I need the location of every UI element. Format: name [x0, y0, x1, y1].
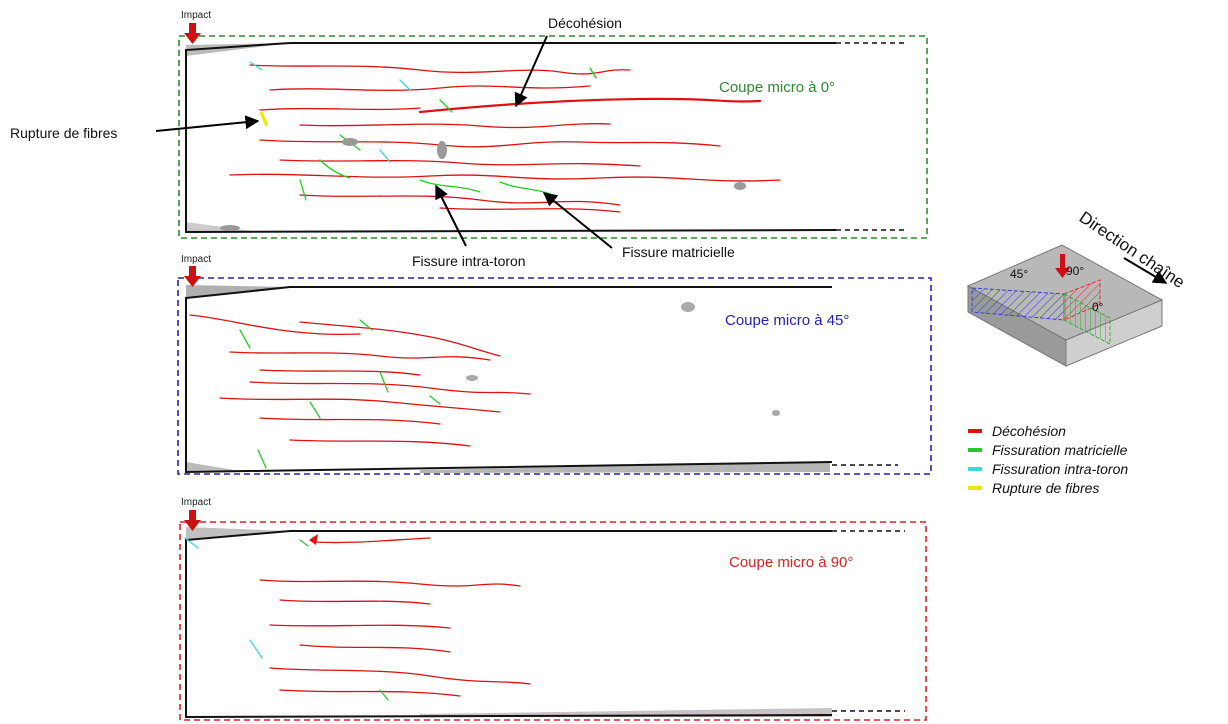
orientation-schematic: 45° 90° 0° Direction chaîne: [966, 208, 1188, 367]
legend: Décohésion Fissuration matricielle Fissu…: [968, 423, 1128, 496]
specimen-outline: [185, 42, 837, 234]
impact-arrow: [184, 23, 201, 44]
crack-pattern: [189, 314, 531, 469]
panel-title: Coupe micro à 90°: [729, 554, 853, 571]
legend-item-rupture-fibres: Rupture de fibres: [968, 480, 1099, 496]
impact-label: Impact: [181, 10, 211, 21]
callout-matricielle-label: Fissure matricielle: [622, 244, 735, 260]
void-marks: [466, 302, 780, 416]
impact-label: Impact: [181, 497, 211, 508]
panel-frame: [179, 521, 927, 721]
angle-90-label: 90°: [1066, 264, 1084, 278]
panel-frame: [178, 35, 928, 239]
legend-item-fissuration-intra-toron: Fissuration intra-toron: [968, 461, 1128, 477]
fiber-rupture-mark: [259, 111, 269, 127]
crack-pattern: [184, 537, 531, 701]
section-45-plane: [971, 287, 1065, 321]
panel-title: Coupe micro à 0°: [719, 79, 835, 96]
callout-rupture-arrow: [155, 115, 260, 132]
direction-arrow: [1123, 257, 1168, 284]
callout-decohesion-label: Décohésion: [548, 15, 622, 31]
specimen-outline: [185, 530, 833, 719]
svg-text:Fissuration matricielle: Fissuration matricielle: [992, 442, 1128, 458]
specimen-edge-shading: [186, 462, 240, 472]
crack-pattern: [229, 61, 781, 213]
panel-45deg: Impact Coupe micro à 45°: [177, 254, 932, 475]
impact-arrow: [184, 266, 201, 287]
panel-title: Coupe micro à 45°: [725, 312, 849, 329]
callout-matricielle-arrow: [542, 192, 613, 249]
specimen-outline: [185, 286, 833, 474]
callout-intra-toron-label: Fissure intra-toron: [412, 253, 526, 269]
callout-decohesion-arrow: [514, 35, 548, 108]
specimen-edge-shading: [420, 462, 830, 473]
svg-text:Décohésion: Décohésion: [992, 423, 1066, 439]
schematic-impact-arrow: [1055, 254, 1070, 278]
angle-45-label: 45°: [1010, 267, 1028, 281]
section-0-plane: [1063, 293, 1111, 345]
svg-text:Fissuration intra-toron: Fissuration intra-toron: [992, 461, 1128, 477]
callout-rupture-label: Rupture de fibres: [10, 125, 117, 141]
impact-label: Impact: [181, 254, 211, 265]
plate-right-face: [1065, 299, 1163, 367]
impact-arrow: [184, 510, 201, 531]
legend-item-fissuration-matricielle: Fissuration matricielle: [968, 442, 1128, 458]
panel-90deg: Impact Coupe micro à 90°: [179, 497, 927, 721]
panel-frame: [177, 277, 932, 475]
red-pointer-mark: [309, 534, 318, 545]
panel-0deg: Impact Coupe micro à 0° Décohésion Ruptu…: [10, 10, 928, 269]
legend-item-decohesion: Décohésion: [968, 423, 1066, 439]
specimen-edge-shading: [186, 43, 290, 56]
angle-0-label: 0°: [1092, 300, 1104, 314]
void-marks: [220, 138, 746, 231]
svg-text:Rupture de fibres: Rupture de fibres: [992, 480, 1099, 496]
callout-intra-toron-arrow: [435, 184, 467, 247]
